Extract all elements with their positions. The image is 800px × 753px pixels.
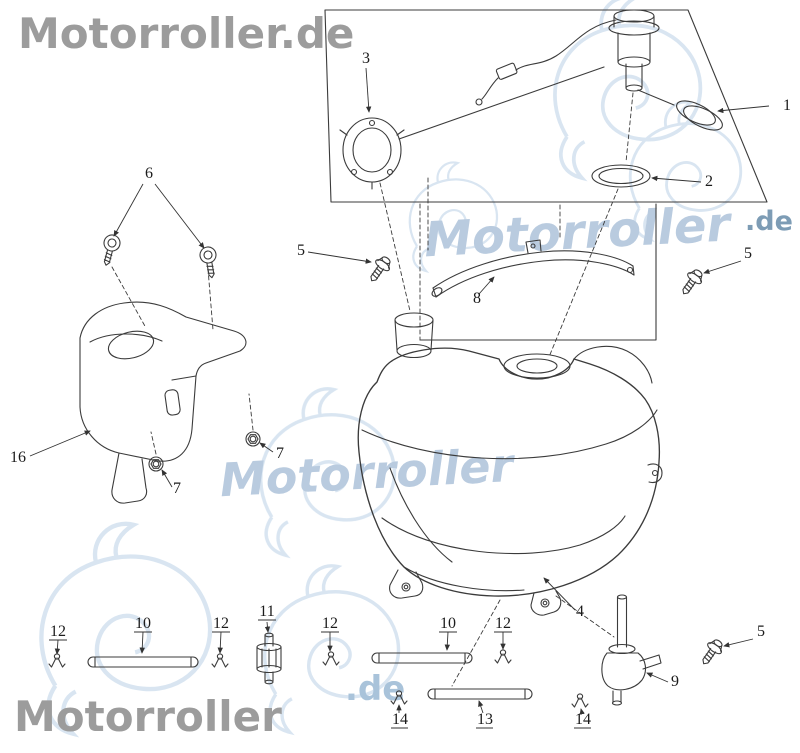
watermark-mid-de: .de — [745, 206, 793, 237]
dragon-icon — [553, 0, 703, 180]
fuel-pump-part-1 — [475, 9, 723, 131]
part-label-12-b: 12 — [213, 615, 229, 632]
fuel-petcock-part-9 — [601, 594, 662, 706]
part-label-2: 2 — [705, 173, 713, 190]
part-label-14-b: 14 — [575, 711, 591, 728]
part-label-1: 1 — [783, 97, 791, 114]
part-label-12-a: 12 — [50, 623, 66, 640]
leader-lines — [29, 67, 770, 729]
bolt-part-5-left — [364, 252, 395, 286]
fuel-hose-part-10-left — [87, 656, 199, 668]
watermark-bottom-left: Motorroller — [14, 692, 282, 741]
part-label-14-a: 14 — [392, 711, 408, 728]
screw-part-6-right — [198, 245, 221, 280]
part-label-5-c: 5 — [757, 623, 765, 640]
bolt-part-5-bottom — [696, 635, 727, 669]
part-label-12-c: 12 — [322, 615, 338, 632]
nut-part-7-upper — [245, 431, 261, 447]
mount-bracket-part-8 — [431, 239, 635, 298]
drawing-layer — [48, 9, 768, 708]
watermark-top-left: Motorroller.de — [18, 9, 354, 58]
part-label-12-d: 12 — [495, 615, 511, 632]
front-bracket-part-16 — [79, 301, 247, 504]
clamp-part-12-b — [211, 653, 229, 668]
pump-wire — [515, 19, 617, 71]
part-label-7-b: 7 — [173, 480, 181, 497]
watermark-bottom-de: .de — [345, 669, 405, 709]
fuel-hose-part-10-right — [371, 652, 473, 664]
part-label-5-b: 5 — [744, 245, 752, 262]
fuel-hose-part-13 — [427, 688, 533, 700]
watermark-layer: Motorroller.de Motorroller .de Motorroll… — [14, 0, 793, 741]
filler-flange-part-3 — [339, 66, 605, 190]
part-label-4: 4 — [576, 603, 584, 620]
clamp-part-12-c — [322, 651, 340, 666]
screw-part-6-left — [97, 232, 123, 268]
part-label-3: 3 — [362, 50, 370, 67]
group-box-bracket — [419, 203, 657, 341]
part-labels: 3 1 2 6 5 5 8 16 7 7 4 12 10 12 11 12 10… — [10, 50, 791, 728]
part-label-13: 13 — [477, 711, 493, 728]
clamp-part-12-a — [48, 653, 66, 668]
part-label-8: 8 — [473, 290, 481, 307]
watermark-mid: Motorroller — [423, 196, 735, 268]
part-label-5-a: 5 — [297, 242, 305, 259]
part-label-10-b: 10 — [440, 615, 456, 632]
wire-connector — [495, 62, 518, 80]
group-box-top — [324, 9, 768, 203]
clamp-part-14-b — [571, 693, 589, 708]
bolt-part-5-right — [676, 265, 707, 299]
nut-part-7-lower — [148, 456, 164, 472]
part-label-9: 9 — [671, 673, 679, 690]
part-label-11: 11 — [259, 603, 274, 620]
watermark-center: Motorroller — [219, 438, 518, 507]
part-label-6: 6 — [145, 165, 153, 182]
part-label-16: 16 — [10, 449, 26, 466]
dashed-guides — [111, 92, 634, 687]
gasket-part-2 — [591, 164, 651, 188]
fuel-tank-part-4 — [357, 312, 663, 616]
clamp-part-12-d — [494, 649, 512, 664]
part-label-10-a: 10 — [135, 615, 151, 632]
part-label-7-a: 7 — [276, 445, 284, 462]
